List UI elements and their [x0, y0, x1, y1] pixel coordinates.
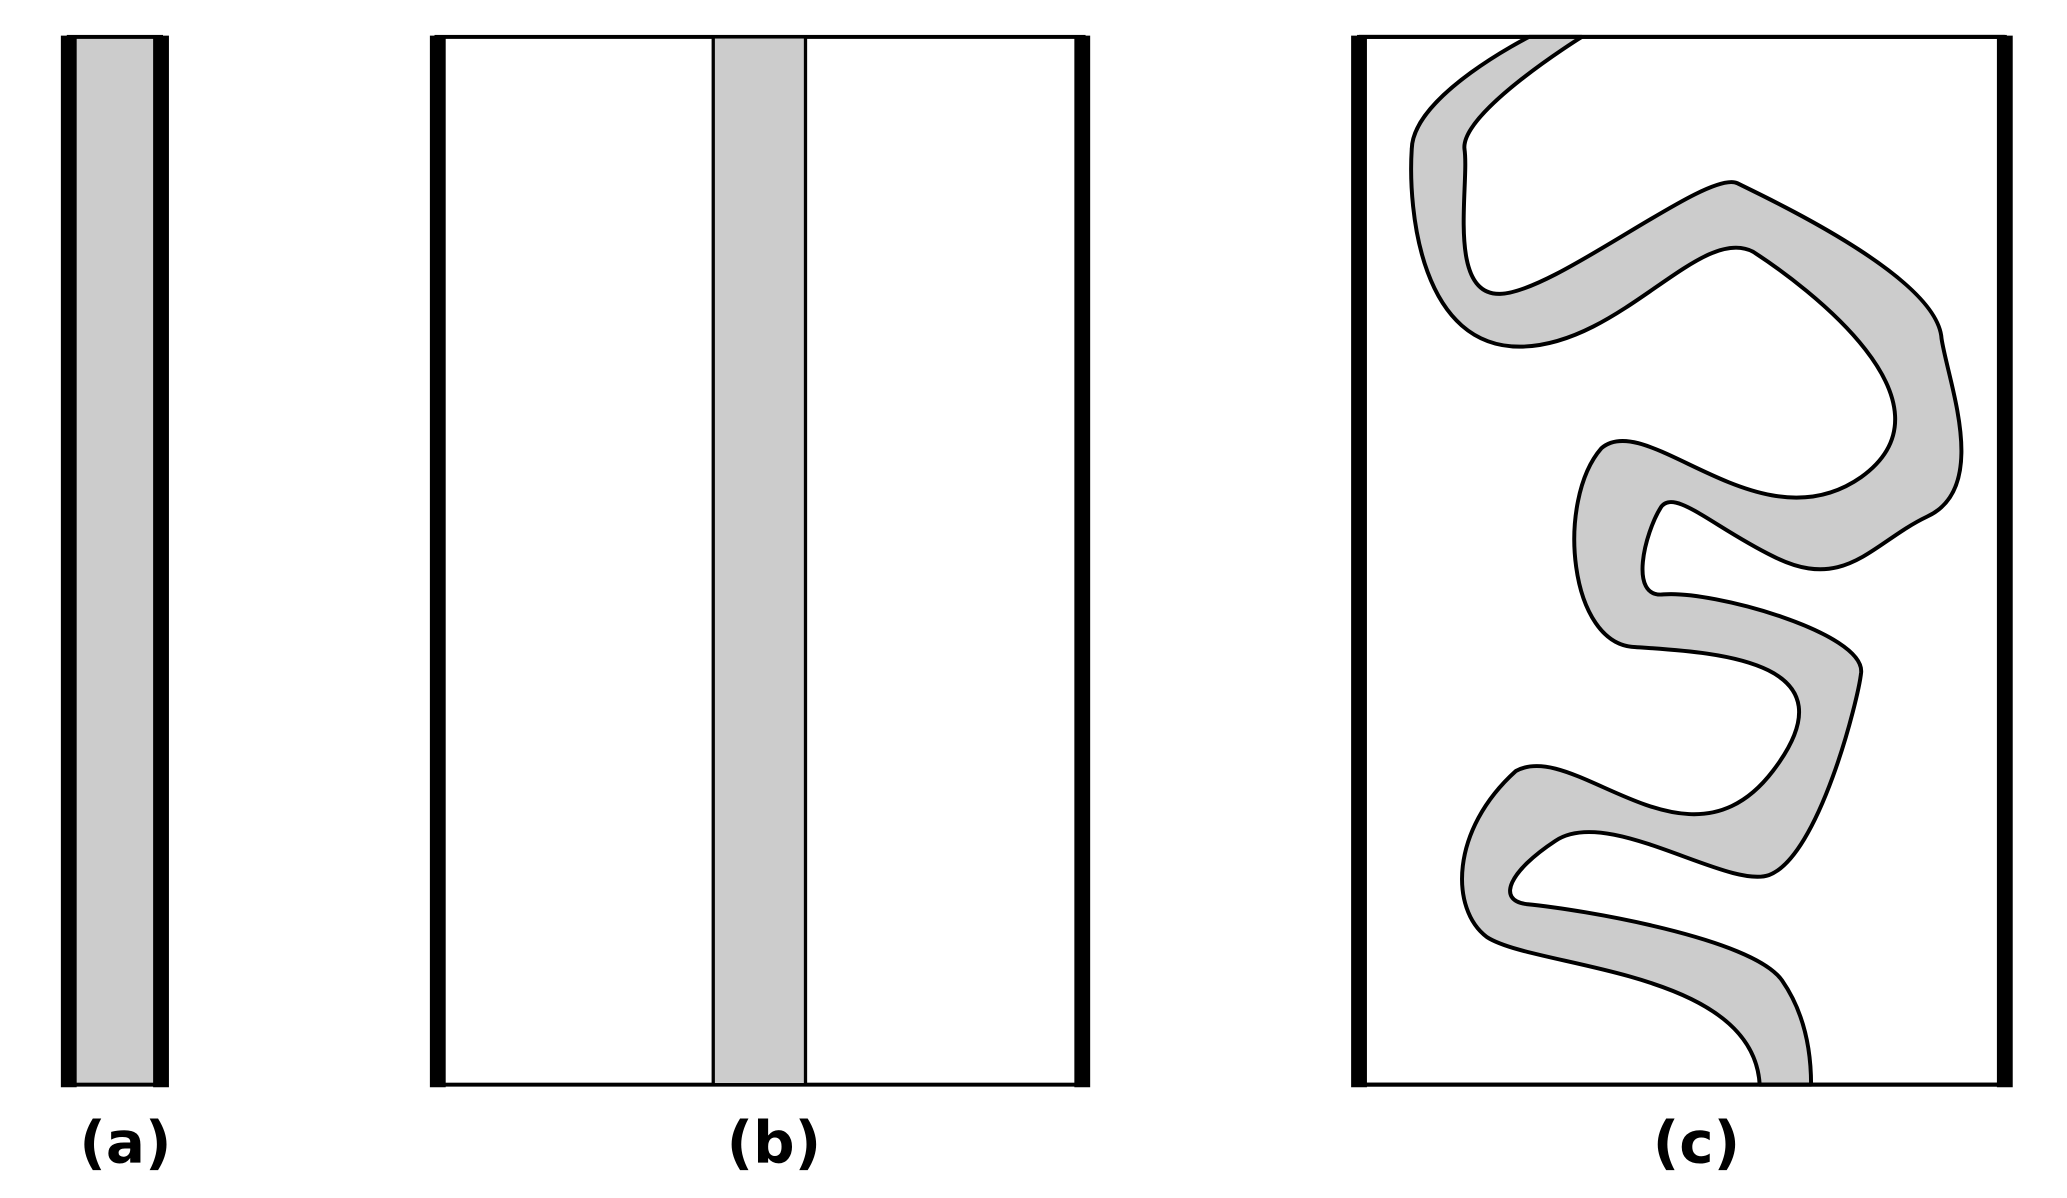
panel-b-band [711, 35, 808, 1087]
panel-a-label: (a) [79, 1108, 171, 1176]
panel-c: (c) [1351, 34, 2013, 1176]
panel-a-band [66, 34, 164, 1087]
panel-c-wavy-band [1409, 34, 1964, 1087]
panel-a: (a) [60, 34, 171, 1176]
panel-b-label: (b) [727, 1108, 821, 1176]
panel-b: (b) [429, 34, 1091, 1176]
panel-c-label: (c) [1653, 1108, 1740, 1176]
